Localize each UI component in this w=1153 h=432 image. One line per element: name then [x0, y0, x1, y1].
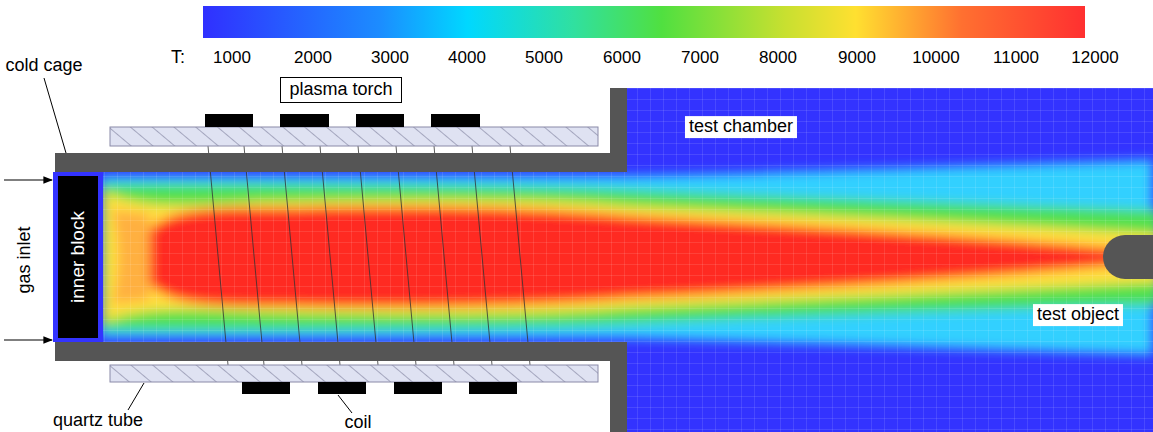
node-text: inner block: [68, 211, 89, 303]
mesh-grid: [100, 88, 1153, 432]
color-bar: [203, 6, 1085, 38]
quartz-tube: [110, 365, 598, 382]
tick-value: 3000: [371, 49, 409, 68]
inner-block: inner block: [58, 176, 98, 338]
part-label: coil: [344, 413, 371, 432]
coil-windings: [208, 146, 530, 365]
part-label: cold cage: [5, 56, 82, 76]
part-label: quartz tube: [53, 411, 143, 431]
axis-symbol: T:: [171, 48, 185, 68]
component-box: plasma torch: [280, 77, 402, 103]
tick-value: 7000: [681, 49, 719, 68]
quartz-tube: [110, 127, 598, 146]
cold-cage: [55, 88, 627, 432]
tick-value: 11000: [993, 49, 1039, 68]
tick-value: 8000: [759, 49, 797, 68]
part-label: gas inlet: [15, 226, 35, 293]
tick-value: 4000: [448, 49, 486, 68]
tick-value: 6000: [603, 49, 641, 68]
tick-value: 9000: [838, 49, 876, 68]
cold-gas: [100, 88, 1153, 432]
tick-value: 1000: [213, 49, 251, 68]
tick-value: 2000: [294, 49, 332, 68]
part-label: test object: [1033, 304, 1123, 326]
tick-value: 10000: [912, 49, 959, 68]
gas-arrows: [4, 180, 52, 340]
region-label: test chamber: [685, 116, 797, 138]
tick-value: 5000: [525, 49, 563, 68]
block-edge: [53, 172, 103, 342]
test-object-shape: [1103, 235, 1153, 279]
temperature-field: [100, 88, 1153, 432]
tick-value: 12000: [1071, 49, 1118, 68]
leader-lines: [44, 78, 352, 413]
node-text: plasma torch: [289, 79, 392, 99]
